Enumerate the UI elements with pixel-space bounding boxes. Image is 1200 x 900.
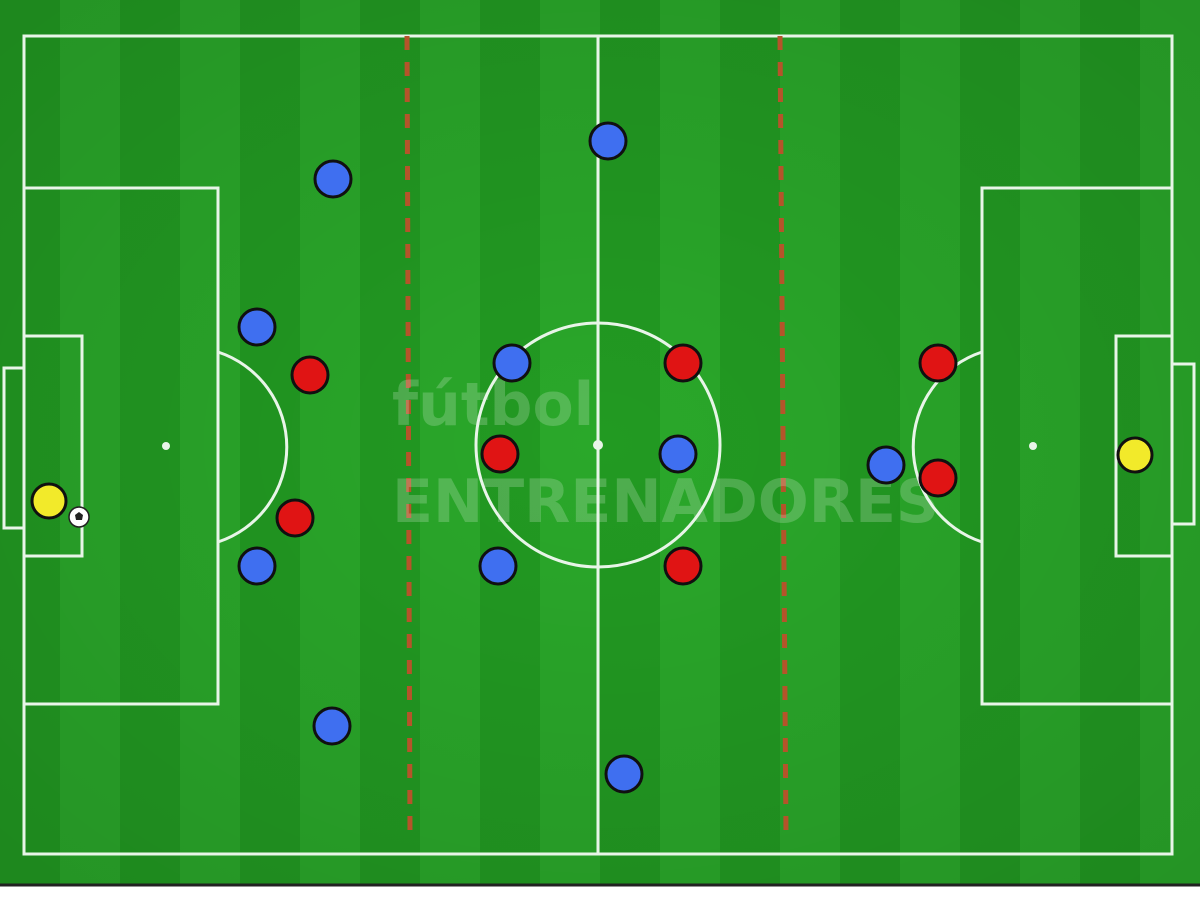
player-blue (237, 307, 277, 347)
watermark-line1: fútbol (392, 370, 594, 440)
player-red (663, 343, 703, 383)
watermark-line2: ENTRENADORES (392, 467, 939, 537)
player-blue (658, 434, 698, 474)
zone-divider-left (404, 35, 413, 835)
goalkeeper-right (1116, 436, 1154, 474)
center-spot (593, 440, 603, 450)
player-red (918, 458, 958, 498)
player-red (480, 434, 520, 474)
player-blue (312, 706, 352, 746)
left-goal (2, 366, 26, 530)
right-goal (1170, 362, 1196, 526)
watermark: fútbol ENTRENADORES (392, 370, 939, 537)
player-blue (492, 343, 532, 383)
player-blue (313, 159, 353, 199)
blue-team (237, 121, 906, 794)
player-red (290, 355, 330, 395)
left-penalty-arc (217, 350, 289, 544)
player-blue (588, 121, 628, 161)
player-red (275, 498, 315, 538)
right-penalty-spot (1029, 442, 1037, 450)
player-red (663, 546, 703, 586)
goalkeeper-left (30, 482, 68, 520)
red-team (275, 343, 958, 586)
player-blue (604, 754, 644, 794)
zone-divider-right (777, 35, 789, 835)
player-blue (237, 546, 277, 586)
bottom-border (0, 885, 1200, 900)
player-red (918, 343, 958, 383)
goalkeepers (30, 436, 1154, 520)
player-blue (866, 445, 906, 485)
pitch-markings (2, 34, 1196, 856)
left-penalty-spot (162, 442, 170, 450)
player-blue (478, 546, 518, 586)
soccer-ball-icon (68, 506, 90, 528)
center-circle (474, 321, 722, 569)
